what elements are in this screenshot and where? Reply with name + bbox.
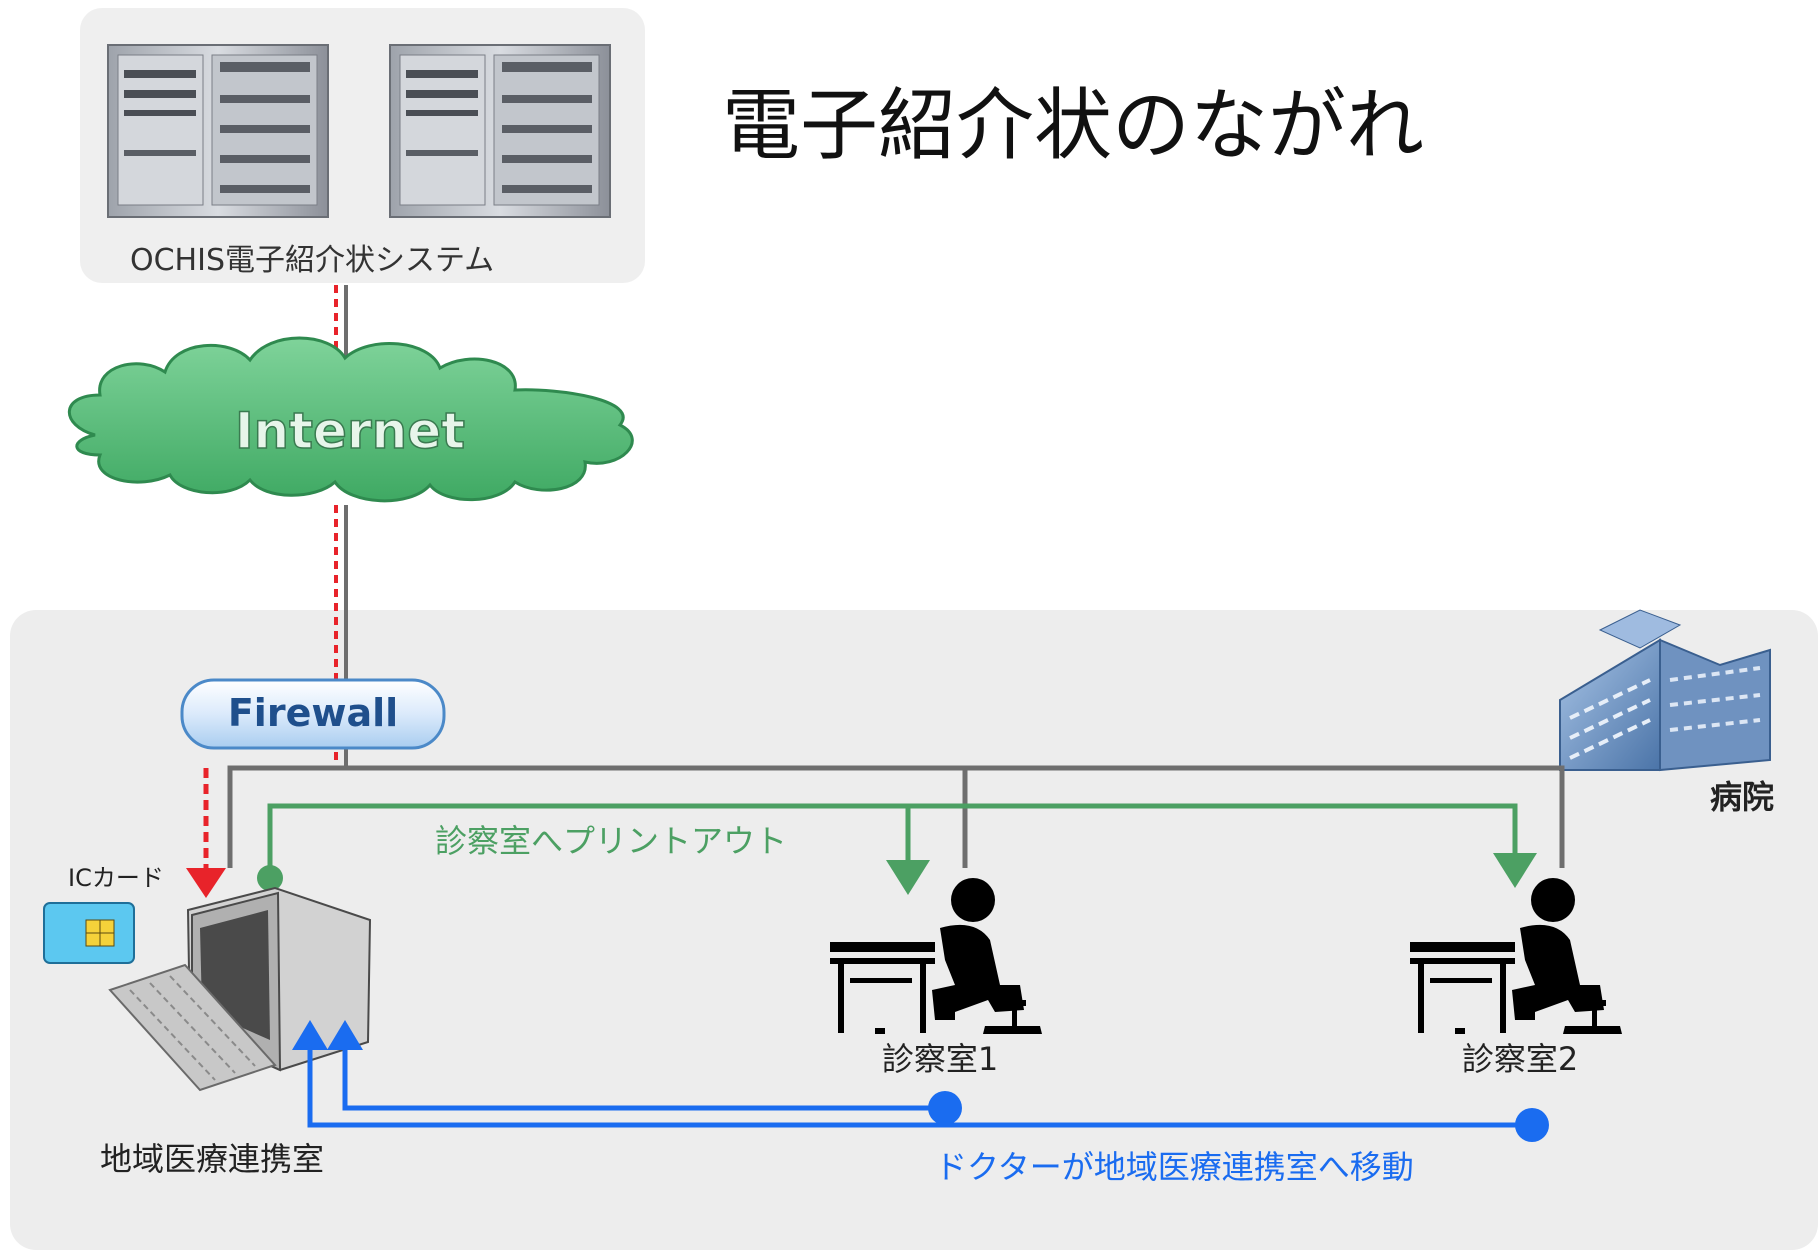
server-rack-icon	[389, 44, 611, 218]
doctor-movement-label: ドクターが地域医療連携室へ移動	[935, 1148, 1414, 1186]
exam-room-2-label: 診察室2	[1462, 1040, 1578, 1078]
page-title: 電子紹介状のながれ	[722, 81, 1424, 171]
movement-origin-dot-room1	[928, 1091, 962, 1125]
hospital-lan	[227, 765, 1565, 868]
ic-card-icon	[43, 902, 135, 964]
firewall-box	[180, 678, 446, 750]
exam-room-1-label: 診察室1	[882, 1040, 998, 1078]
server-rack-icon	[107, 44, 329, 218]
hospital-building-icon	[1559, 609, 1771, 772]
movement-origin-dot-room2	[1515, 1108, 1549, 1142]
doctor-at-desk-icon	[1410, 878, 1622, 1034]
printout-arrow-room1	[886, 860, 930, 895]
doctor-movement-flow	[307, 1045, 1532, 1128]
computer-icon	[108, 886, 372, 1092]
liaison-room-label: 地域医療連携室	[100, 1140, 324, 1178]
ic-card-label: ICカード	[68, 864, 164, 892]
server-caption: OCHIS電子紹介状システム	[130, 243, 494, 278]
download-arrow	[186, 768, 226, 898]
hospital-label: 病院	[1710, 778, 1774, 816]
movement-arrow-head	[327, 1020, 363, 1050]
printout-origin-dot	[257, 865, 283, 891]
movement-arrow-head	[292, 1020, 328, 1050]
printout-flow	[267, 803, 1518, 875]
printout-arrow-room2	[1493, 853, 1537, 888]
internet-label: Internet	[235, 402, 465, 460]
firewall-label: Firewall	[228, 691, 398, 735]
internet-cloud-icon	[67, 336, 634, 503]
printout-label: 診察室へプリントアウト	[435, 822, 787, 860]
doctor-at-desk-icon	[830, 878, 1042, 1034]
